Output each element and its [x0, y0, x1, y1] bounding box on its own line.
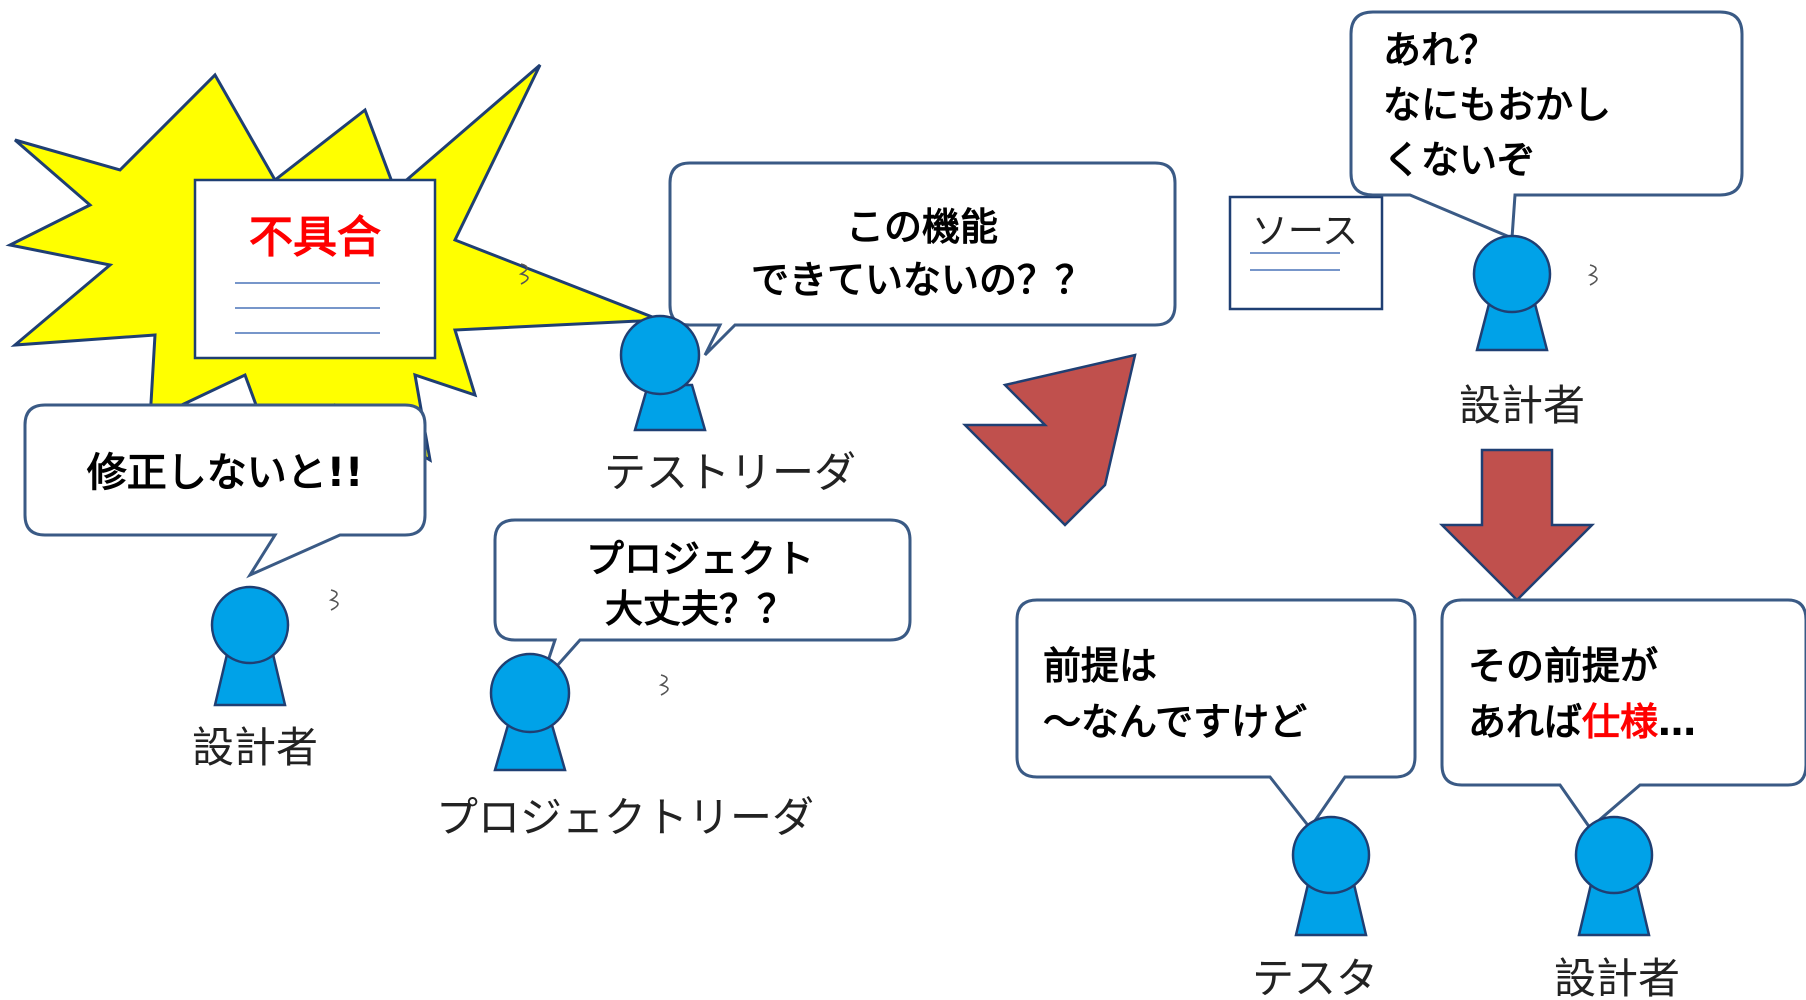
test-leader-speech-line1: この機能 [846, 205, 998, 249]
project-leader-speech-line1: プロジェクト [586, 537, 814, 581]
sweat-mark-icon [1587, 264, 1598, 286]
designer-top-speech-line3: くないぞ [1383, 138, 1535, 182]
designer-top-speech-line2: なにもおかし [1383, 83, 1611, 127]
test-leader-person-icon [619, 314, 707, 432]
designer-bottom-speech-suffix: … [1658, 700, 1696, 744]
tester-speech-line2: ～なんですけど [1043, 700, 1307, 744]
designer-bottom-speech-line2: あれば仕様… [1468, 700, 1696, 744]
bug-doc-title: 不具合 [249, 212, 381, 263]
test-leader-speech-bubble: この機能 できていないの？？ [668, 161, 1177, 357]
designer-top-speech-bubble: あれ？ なにもおかし くないぞ [1349, 10, 1744, 241]
designer-bottom-speech-line1: その前提が [1468, 644, 1658, 688]
designer-top-person-icon [1472, 234, 1552, 352]
tester-name: テスタ [1252, 954, 1378, 1000]
tester-person-icon [1291, 815, 1371, 937]
tester-speech-line1: 前提は [1043, 644, 1157, 688]
test-leader-name: テストリーダ [604, 448, 856, 497]
tester-speech-bubble: 前提は ～なんですけど [1015, 598, 1417, 831]
designer-top-name: 設計者 [1459, 381, 1585, 430]
designer-speech-text: 修正しないと!! [87, 450, 363, 496]
project-leader-name: プロジェクトリーダ [436, 793, 814, 842]
designer-person-icon [210, 585, 290, 707]
project-leader-speech-bubble: プロジェクト 大丈夫？？ [493, 518, 912, 686]
sweat-mark-icon [328, 589, 339, 611]
block-arrow-icon [1438, 448, 1596, 602]
document-icon: 不具合 [193, 178, 437, 360]
sweat-mark-icon [658, 674, 669, 696]
designer-bottom-speech-bubble: その前提が あれば仕様… [1440, 598, 1806, 831]
designer-bottom-name: 設計者 [1554, 954, 1680, 1000]
source-doc-title: ソース [1252, 211, 1358, 252]
designer-bottom-speech-prefix: あれば [1468, 700, 1582, 744]
bug-explosion: 不具合 [5, 63, 661, 473]
block-arrow-icon [961, 353, 1137, 527]
designer-bottom-speech-emphasis: 仕様 [1582, 700, 1659, 744]
project-leader-speech-line2: 大丈夫？？ [605, 587, 795, 631]
project-leader-person-icon [489, 652, 571, 772]
designer-top-speech-line1: あれ？ [1383, 28, 1497, 72]
designer-bottom-person-icon [1574, 815, 1654, 937]
test-leader-speech-line2: できていないの？？ [751, 258, 1093, 302]
source-document: ソース [1228, 195, 1384, 311]
sweat-mark-icon [518, 263, 529, 285]
designer-name: 設計者 [192, 723, 318, 772]
designer-speech-bubble: 修正しないと!! [23, 403, 427, 579]
